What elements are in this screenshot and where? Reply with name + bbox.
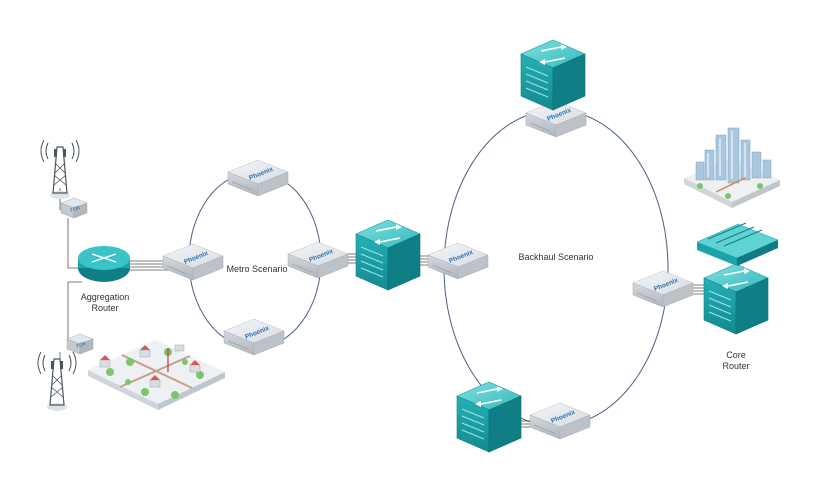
aggregation-router-label-line1: Aggregation <box>80 292 130 302</box>
backhaul-switch-top: Phoenix <box>525 100 587 138</box>
backhaul-switch-left: Phoenix <box>427 242 489 280</box>
core-router-label: Core Router <box>706 350 766 372</box>
aggregation-router-label: Aggregation Router <box>70 292 140 314</box>
backhaul-switch-bottom: Phoenix <box>529 402 591 440</box>
data-center-rack-icon <box>696 222 779 266</box>
metro-switch-bottom: Phoenix <box>223 318 285 356</box>
core-router-cube <box>703 263 769 335</box>
residential-area-icon <box>88 340 225 410</box>
metro-switch-left: Phoenix <box>162 243 224 281</box>
city-skyline-icon <box>684 127 780 208</box>
bottom-router-cube <box>456 381 522 453</box>
core-router-label-line1: Core <box>726 350 746 360</box>
backhaul-switch-right: Phoenix <box>632 270 694 308</box>
metro-switch-top: Phoenix <box>227 159 289 197</box>
metro-switch-right: Phoenix <box>287 241 349 279</box>
metro-scenario-label: Metro Scenario <box>226 264 288 274</box>
access-device-bottom-label: FOX <box>76 341 88 350</box>
top-router-cube <box>520 39 586 111</box>
cell-tower-bottom-icon <box>37 351 77 412</box>
aggregation-router-icon <box>78 246 130 282</box>
core-router-label-line2: Router <box>722 361 750 371</box>
access-device-top-label: FOX <box>70 205 82 214</box>
access-device-bottom: FOX <box>66 333 94 355</box>
backhaul-scenario-label: Backhaul Scenario <box>518 252 594 262</box>
aggregation-router-label-line2: Router <box>91 303 119 313</box>
center-router-cube <box>355 219 421 291</box>
access-device-top: FOX <box>60 197 88 219</box>
